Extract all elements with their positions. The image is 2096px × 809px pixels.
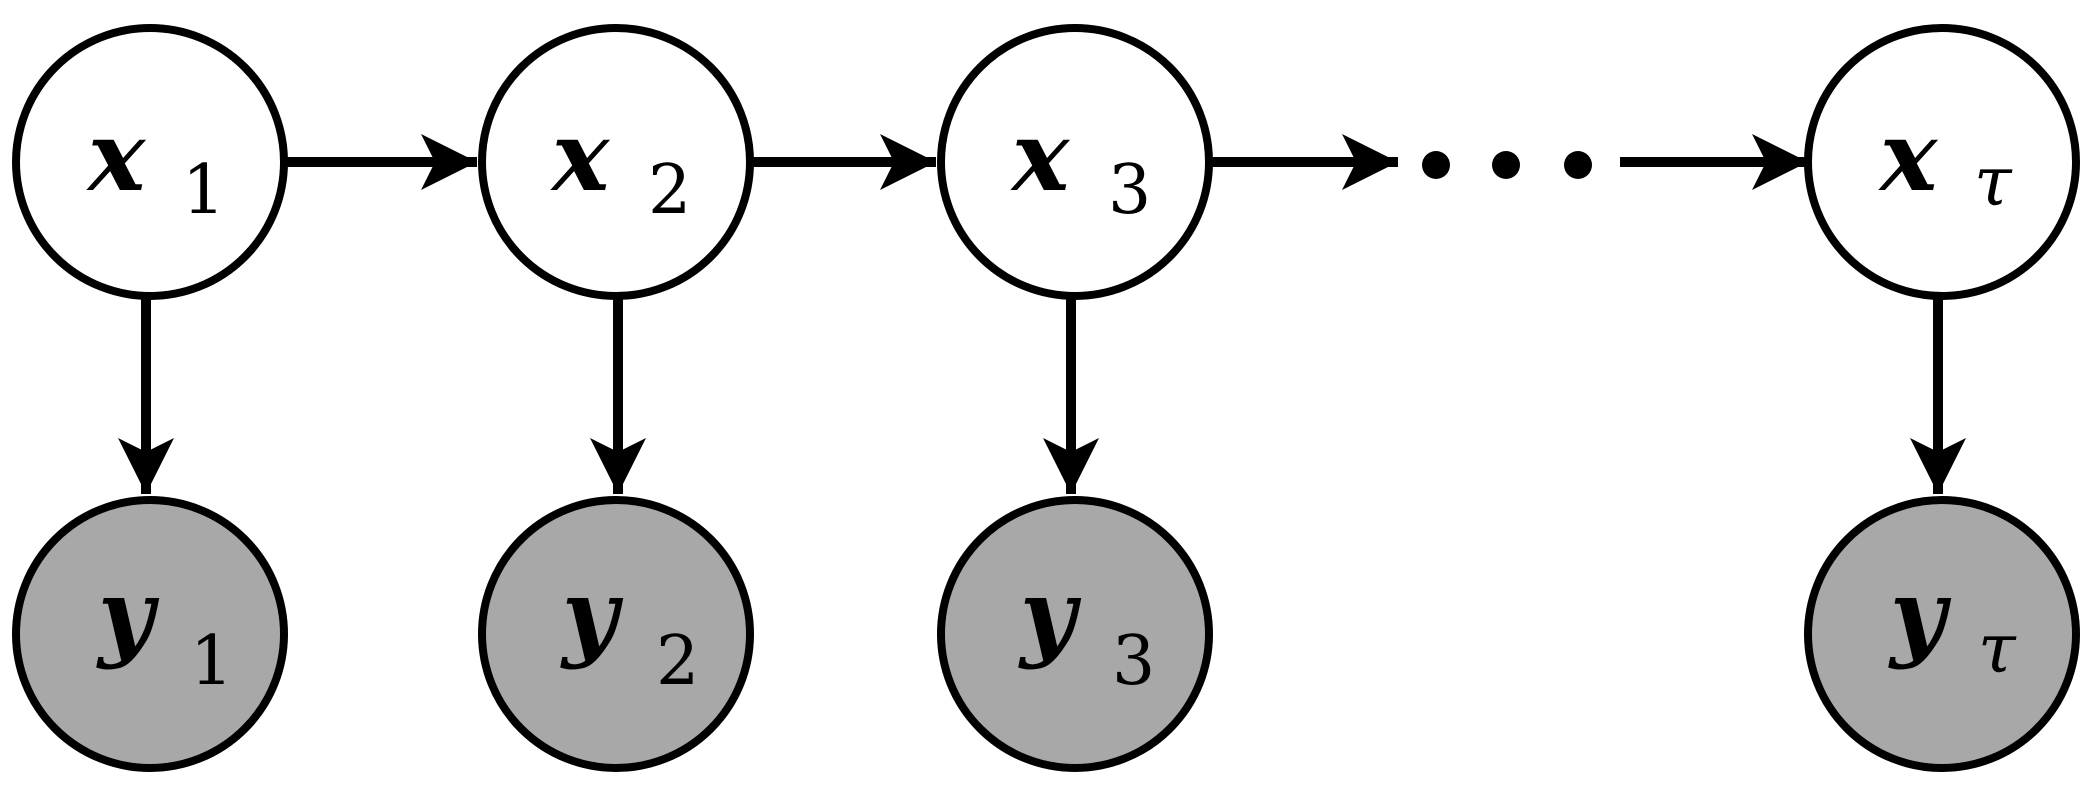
hidden-node-circle	[12, 24, 288, 300]
ellipsis-dot	[1492, 151, 1520, 179]
observed-node-subscript: 2	[656, 622, 699, 701]
hidden-node-label: x	[1010, 100, 1071, 213]
observed-node-circle	[12, 496, 288, 772]
observed-node-label: y	[1888, 558, 1952, 671]
observed-node-y1: y 1	[12, 496, 288, 772]
observed-node-circle	[937, 496, 1213, 772]
hidden-node-subscript: τ	[1974, 143, 2013, 222]
ellipsis-dot	[1422, 151, 1450, 179]
observed-node-y3: y 3	[937, 496, 1213, 772]
hidden-node-label: x	[1878, 100, 1939, 213]
hidden-node-x2: x 2	[478, 24, 754, 300]
hidden-node-x3: x 3	[937, 24, 1213, 300]
observed-node-ytau: y τ	[1804, 496, 2080, 772]
hidden-node-label: x	[550, 100, 611, 213]
ellipsis-dot	[1564, 151, 1592, 179]
hidden-node-circle	[1804, 24, 2080, 300]
hidden-node-circle	[478, 24, 754, 300]
ellipsis-dots	[1422, 151, 1592, 179]
hidden-node-subscript: 1	[182, 151, 225, 230]
hidden-node-subscript: 2	[648, 151, 691, 230]
hidden-node-xtau: x τ	[1804, 24, 2080, 300]
observed-node-circle	[478, 496, 754, 772]
hidden-node-circle	[937, 24, 1213, 300]
observed-node-subscript: 1	[190, 622, 233, 701]
observed-node-label: y	[96, 558, 160, 671]
observed-node-circle	[1804, 496, 2080, 772]
observed-node-label: y	[560, 558, 624, 671]
observed-node-subscript: 3	[1112, 622, 1155, 701]
hidden-node-label: x	[86, 100, 147, 213]
hidden-node-x1: x 1	[12, 24, 288, 300]
hidden-node-subscript: 3	[1108, 151, 1151, 230]
observed-node-subscript: τ	[1978, 610, 2017, 689]
observed-node-y2: y 2	[478, 496, 754, 772]
observed-node-label: y	[1018, 558, 1082, 671]
